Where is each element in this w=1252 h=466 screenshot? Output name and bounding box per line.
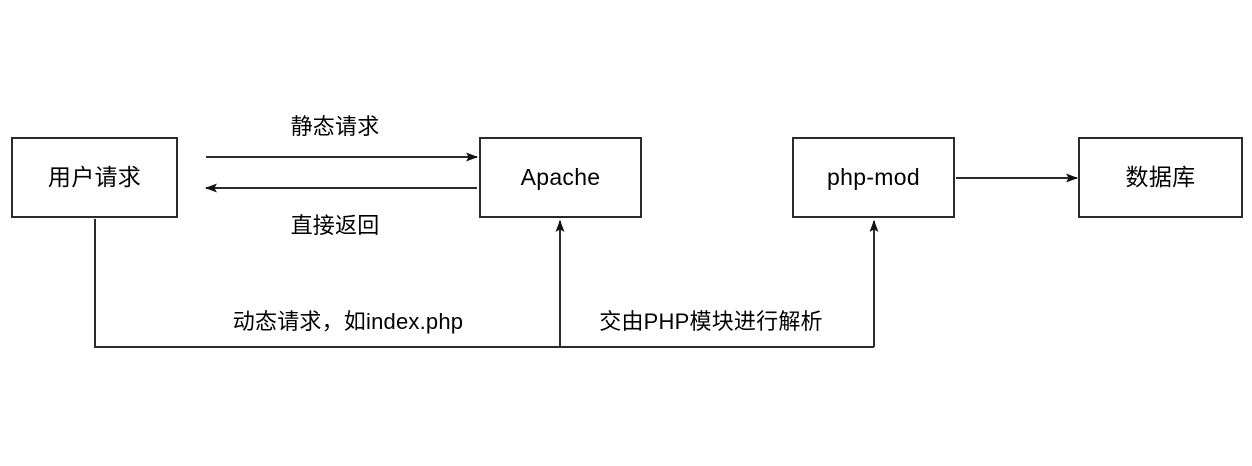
edge-dynamic-request-path [94, 219, 560, 348]
node-php-mod[interactable]: php-mod [792, 137, 955, 218]
edge-label-direct-return: 直接返回 [290, 213, 380, 238]
node-user-request-label: 用户请求 [47, 164, 142, 190]
edge-label-php-parse: 交由PHP模块进行解析 [599, 309, 823, 334]
node-apache[interactable]: Apache [479, 137, 642, 218]
node-user-request[interactable]: 用户请求 [11, 137, 178, 218]
edge-label-dynamic-request: 动态请求，如index.php [232, 309, 464, 334]
edge-label-static-request: 静态请求 [290, 114, 380, 139]
node-database-label: 数据库 [1125, 164, 1196, 190]
node-php-mod-label: php-mod [827, 164, 920, 190]
node-apache-label: Apache [520, 164, 601, 190]
node-database[interactable]: 数据库 [1078, 137, 1243, 218]
